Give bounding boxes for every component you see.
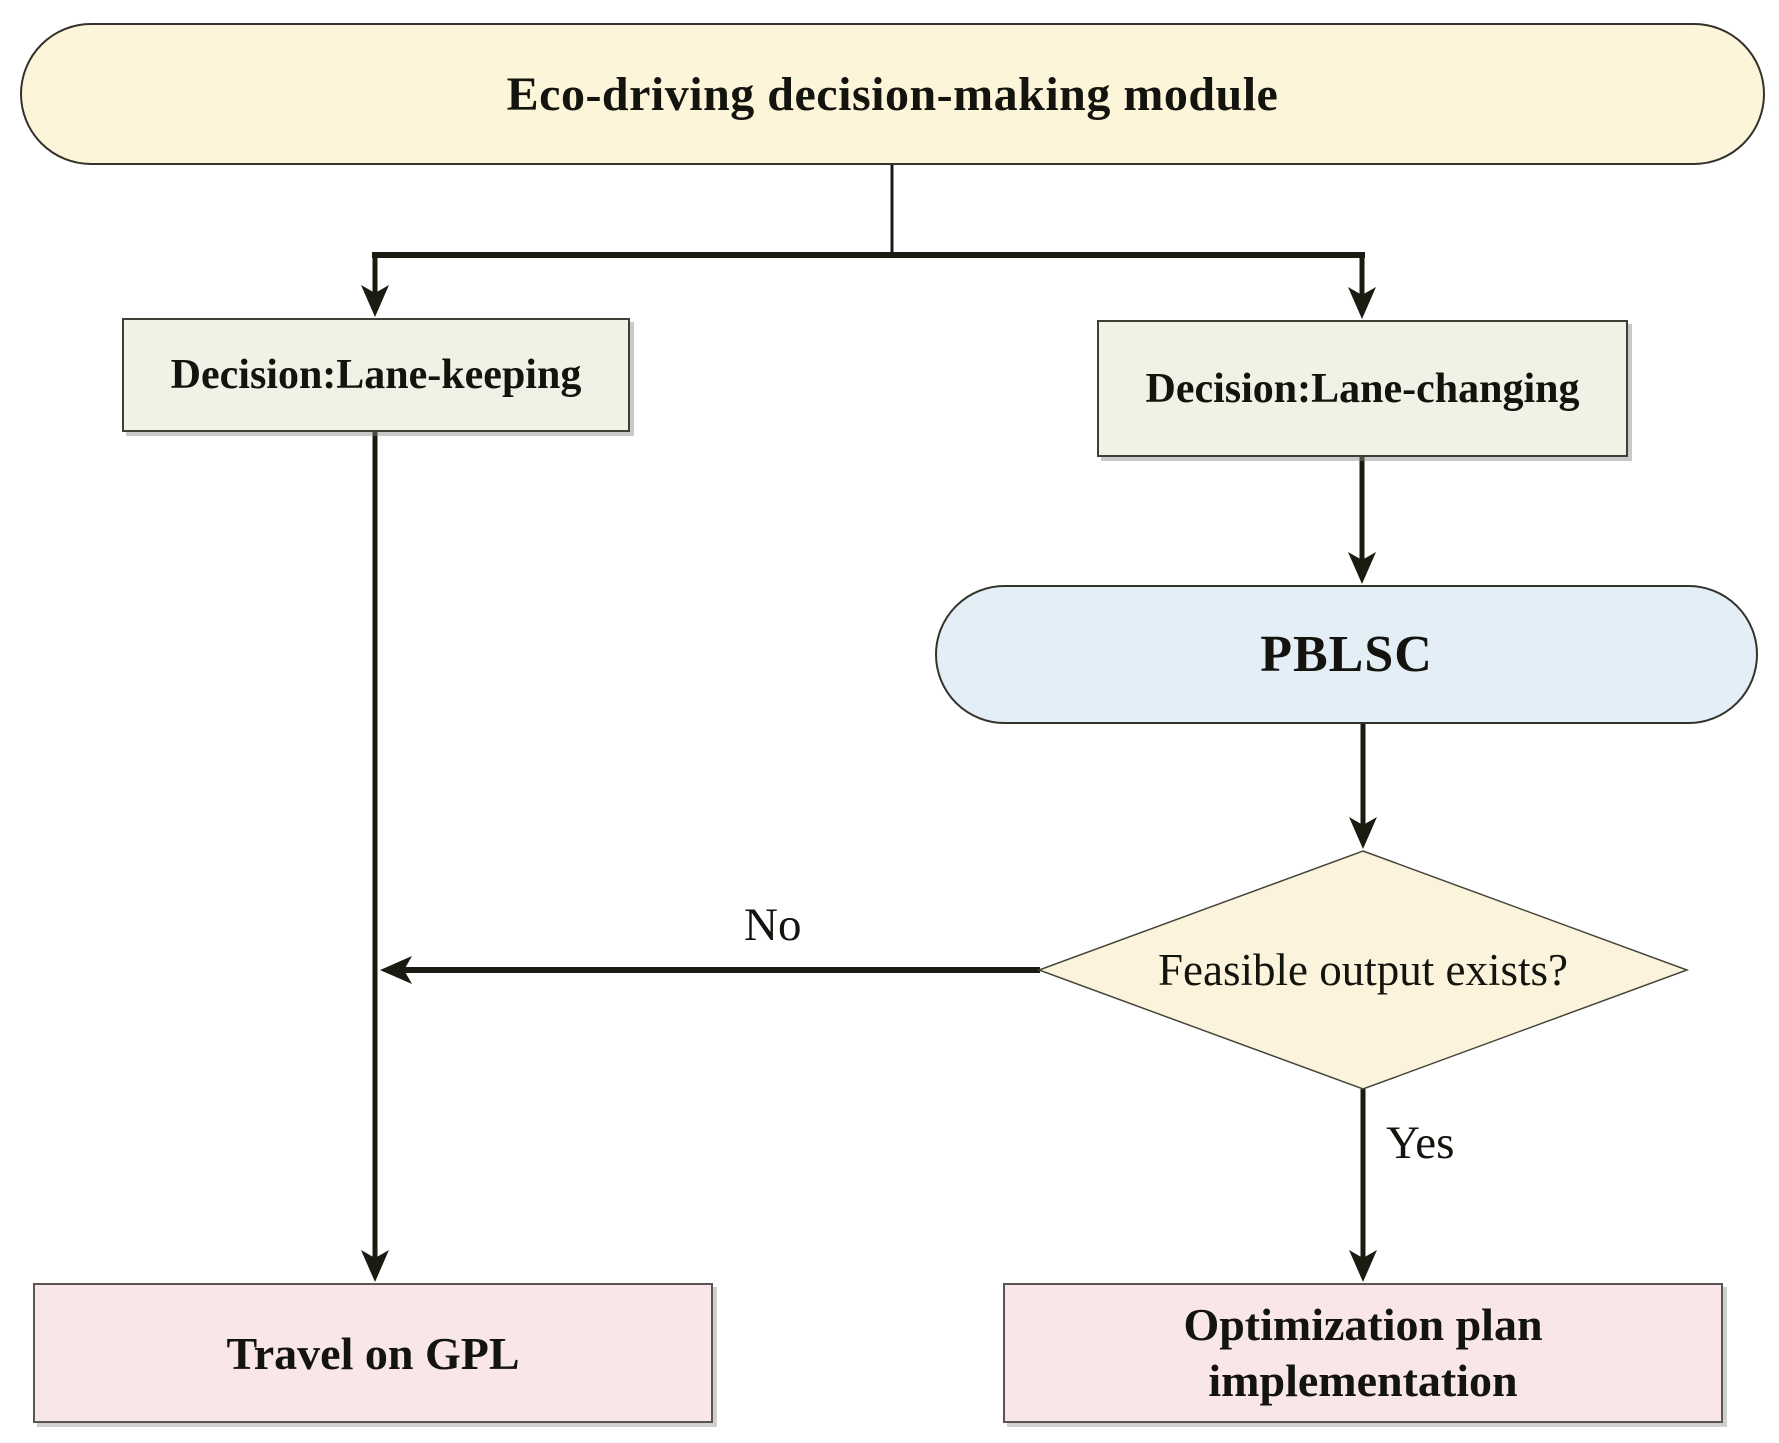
arrowhead-into-decision-right	[1348, 287, 1376, 319]
edge-label-yes: Yes	[1386, 1117, 1455, 1169]
node-pblsc: PBLSC	[935, 585, 1758, 724]
arrowhead-into-decision-left	[361, 285, 389, 317]
node-optimization-plan-implementation: Optimization plan implementation	[1003, 1283, 1723, 1423]
node-travel-on-gpl: Travel on GPL	[33, 1283, 713, 1423]
node-decision-lane-keeping: Decision:Lane-keeping	[122, 318, 630, 432]
edge-label-no: No	[744, 899, 802, 951]
arrowhead-into-travel	[361, 1250, 389, 1282]
node-feasible-output-condition: Feasible output exists?	[1158, 945, 1568, 995]
arrowhead-into-condition	[1349, 817, 1377, 849]
node-eco-driving-module: Eco-driving decision-making module	[20, 23, 1765, 165]
arrowhead-into-pblsc	[1348, 552, 1376, 584]
node-decision-lane-changing: Decision:Lane-changing	[1097, 320, 1628, 457]
arrowhead-into-optimization	[1349, 1250, 1377, 1282]
arrowhead-no-left	[380, 956, 412, 984]
